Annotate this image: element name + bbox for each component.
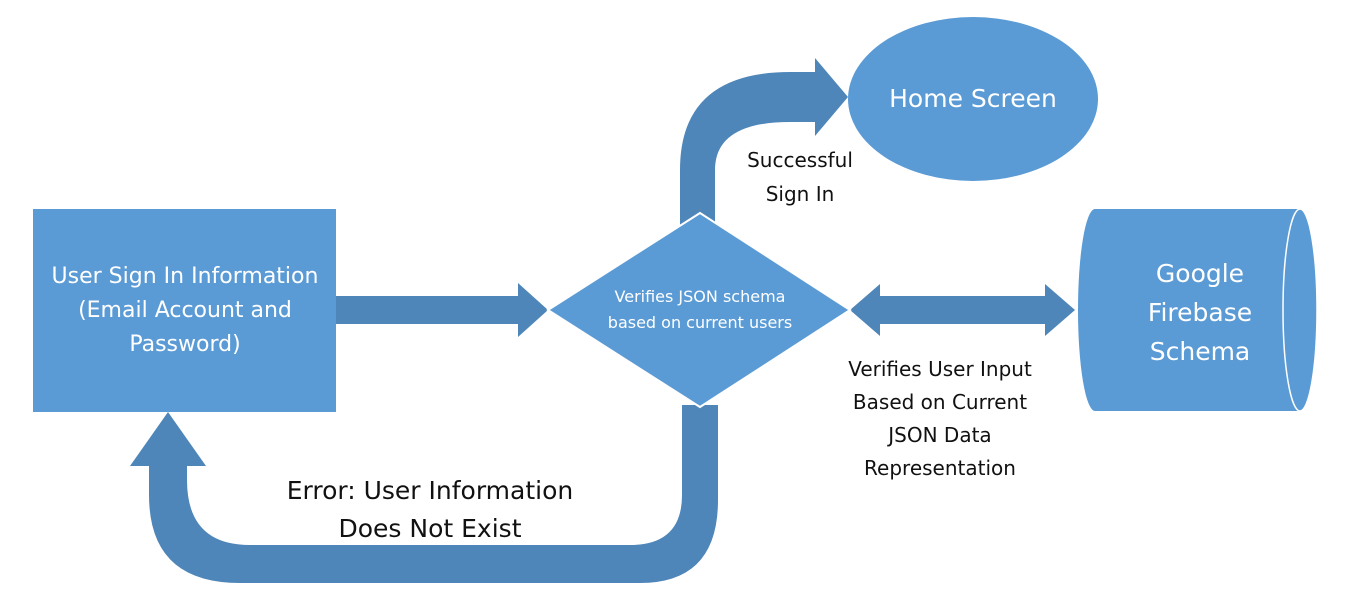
user-sign-in-label-line: User Sign In Information [51, 264, 319, 289]
google-firebase-cylinder [1078, 208, 1318, 412]
successful-sign-in-caption-line: Successful [747, 148, 853, 172]
user-sign-in-label: User Sign In Information (Email Account … [35, 260, 335, 362]
user-sign-in-label-line: Password) [129, 332, 241, 357]
user-sign-in-label-line: (Email Account and [78, 298, 292, 323]
google-firebase-label-line: Google [1155, 259, 1245, 288]
verifies-user-input-caption-line: Representation [864, 456, 1016, 480]
verify-schema-diamond [546, 211, 852, 409]
successful-sign-in-caption: Successful Sign In [720, 143, 880, 211]
user-sign-in-box [33, 209, 336, 412]
cylinder-body [1078, 209, 1317, 411]
successful-sign-in-caption-line: Sign In [765, 182, 835, 206]
google-firebase-label-line: Firebase [1147, 298, 1253, 327]
error-caption-line: Error: User Information [286, 476, 574, 505]
verifies-user-input-caption-line: Based on Current [852, 390, 1028, 414]
verifies-user-input-caption-line: JSON Data [888, 423, 992, 447]
verifies-user-input-caption-line: Verifies User Input [848, 357, 1032, 381]
arrow-to-home-screen [680, 58, 848, 225]
google-firebase-label-line: Schema [1149, 337, 1251, 366]
verifies-user-input-caption: Verifies User Input Based on Current JSO… [790, 353, 1090, 485]
error-caption: Error: User Information Does Not Exist [230, 472, 630, 548]
home-screen-label: Home Screen [850, 81, 1096, 117]
error-caption-line: Does Not Exist [338, 514, 522, 543]
arrow-error-return [130, 405, 718, 583]
home-screen-label-text: Home Screen [889, 84, 1057, 113]
google-firebase-label: Google Firebase Schema [1090, 254, 1310, 371]
arrow-to-verify [336, 283, 548, 337]
home-screen-ellipse [848, 17, 1098, 181]
verify-schema-label: Verifies JSON schema based on current us… [560, 284, 840, 336]
arrow-verify-firebase [850, 284, 1075, 336]
cylinder-end-cap [1282, 208, 1318, 412]
verify-schema-label-line: based on current users [607, 313, 793, 332]
verify-schema-label-line: Verifies JSON schema [614, 287, 786, 306]
